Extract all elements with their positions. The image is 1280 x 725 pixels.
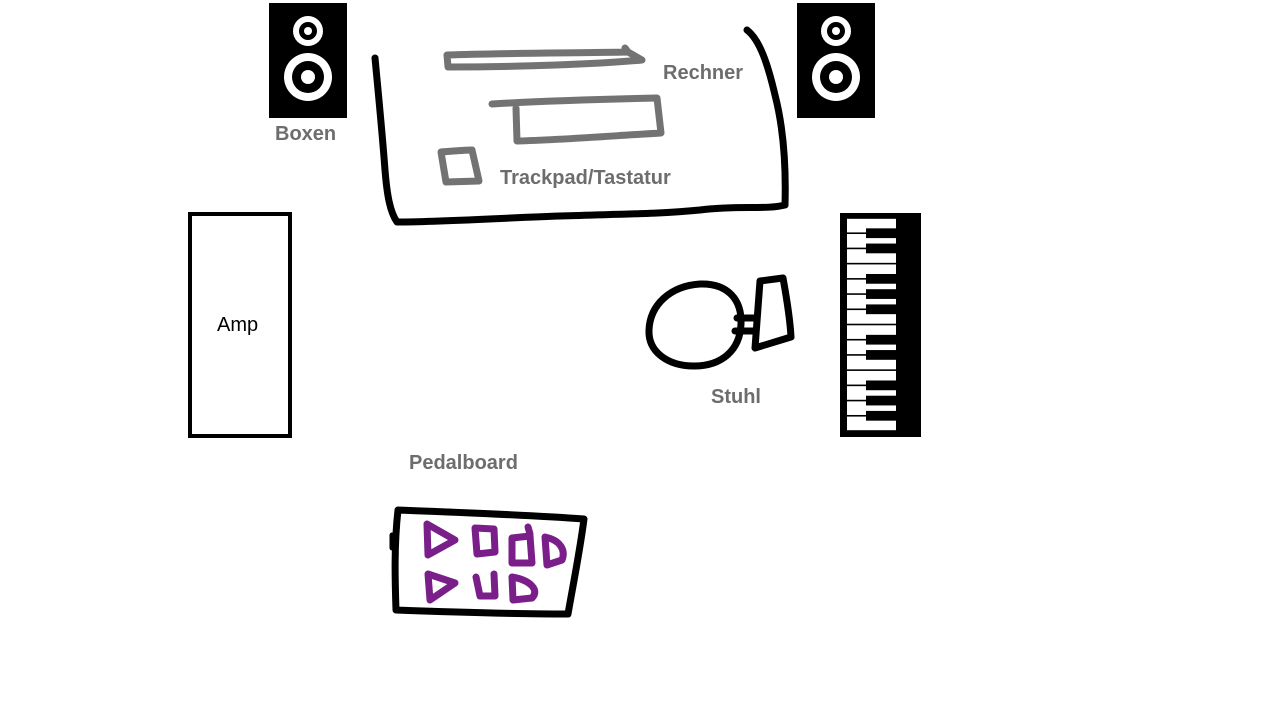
black-key	[866, 243, 896, 254]
chair-label: Stuhl	[711, 386, 761, 408]
black-key	[866, 304, 896, 315]
pedal-icon	[424, 570, 459, 604]
pedal-icon	[471, 524, 499, 558]
pedal-icon	[472, 570, 499, 600]
pedalboard-label: Pedalboard	[409, 452, 518, 474]
black-key	[866, 350, 896, 360]
trackpad-sketch	[437, 146, 483, 186]
pedalboard-outline	[391, 506, 588, 618]
computer-sketch	[443, 44, 646, 71]
pedal-icon	[508, 523, 536, 567]
pedal-icon	[541, 533, 567, 569]
left-speaker-icon	[269, 3, 347, 118]
pedal-icon	[508, 573, 539, 604]
amp-box	[188, 212, 292, 438]
pedals-group	[423, 520, 567, 604]
keyboard-sketch	[488, 94, 665, 145]
piano-keyboard-icon	[840, 213, 921, 437]
amp-label: Amp	[217, 314, 259, 336]
black-key	[866, 289, 896, 299]
input-devices-label: Trackpad/Tastatur	[500, 167, 671, 189]
black-key	[866, 334, 896, 345]
computer-label: Rechner	[663, 62, 744, 84]
black-key	[866, 273, 896, 284]
speakers-label: Boxen	[275, 123, 337, 145]
black-key	[866, 380, 896, 391]
black-key	[866, 228, 896, 239]
right-speaker-icon	[797, 3, 875, 118]
desk-outline	[371, 26, 789, 226]
black-key	[866, 395, 896, 406]
pedal-icon	[423, 520, 459, 559]
chair-icon	[645, 274, 795, 370]
black-key	[866, 410, 896, 421]
